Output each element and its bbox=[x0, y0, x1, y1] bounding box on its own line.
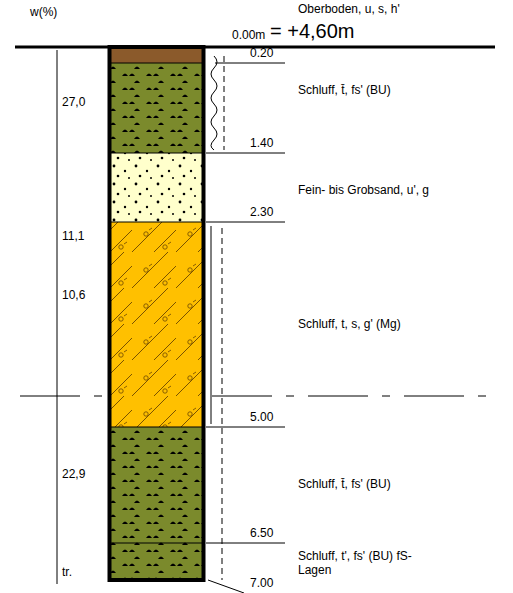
wavy-line bbox=[211, 56, 217, 150]
topsoil-layer bbox=[111, 47, 202, 63]
water-content: 22,9 bbox=[62, 468, 85, 482]
silt-layer bbox=[111, 427, 202, 543]
dashed-line bbox=[222, 228, 223, 580]
layer-description: Schluff, t̄, fs' (BU) bbox=[298, 478, 391, 492]
depth-label: 6.50 bbox=[250, 527, 273, 541]
layer-description: Fein- bis Grobsand, u', g bbox=[298, 184, 429, 198]
depth-label: 0.00m bbox=[232, 29, 265, 43]
marl-layer bbox=[111, 222, 202, 427]
layer-boundaries bbox=[111, 63, 202, 543]
depth-label: 2.30 bbox=[250, 206, 273, 220]
elevation-label: = +4,60m bbox=[270, 21, 355, 41]
axis-label: w(%) bbox=[30, 6, 57, 20]
groundwater-line bbox=[20, 396, 495, 397]
dashed-line bbox=[224, 56, 225, 150]
borehole-column bbox=[110, 47, 204, 580]
depth-label: 0.20 bbox=[250, 47, 273, 61]
depth-label: 7.00 bbox=[250, 577, 273, 591]
depth-label: 5.00 bbox=[250, 411, 273, 425]
sand-layer bbox=[111, 153, 202, 222]
layer-description: Schluff, t', fs' (BU) fS-Lagen bbox=[298, 550, 433, 578]
layer-description: Schluff, t, s, g' (Mg) bbox=[298, 318, 401, 332]
end-line bbox=[208, 580, 244, 593]
silt-layer bbox=[111, 63, 202, 153]
water-content: 11,1 bbox=[62, 230, 84, 244]
water-content: 10,6 bbox=[62, 289, 85, 303]
layer-description: Schluff, t̄, fs' (BU) bbox=[298, 84, 391, 98]
sample-line bbox=[211, 226, 212, 424]
water-content-axis bbox=[57, 50, 58, 584]
water-content: 27,0 bbox=[62, 96, 85, 110]
layer-description: Oberboden, u, s, h' bbox=[298, 3, 400, 17]
depth-label: 1.40 bbox=[250, 137, 273, 151]
depth-ticks bbox=[206, 63, 285, 543]
water-content: tr. bbox=[62, 566, 72, 580]
silt-layer bbox=[111, 543, 202, 580]
